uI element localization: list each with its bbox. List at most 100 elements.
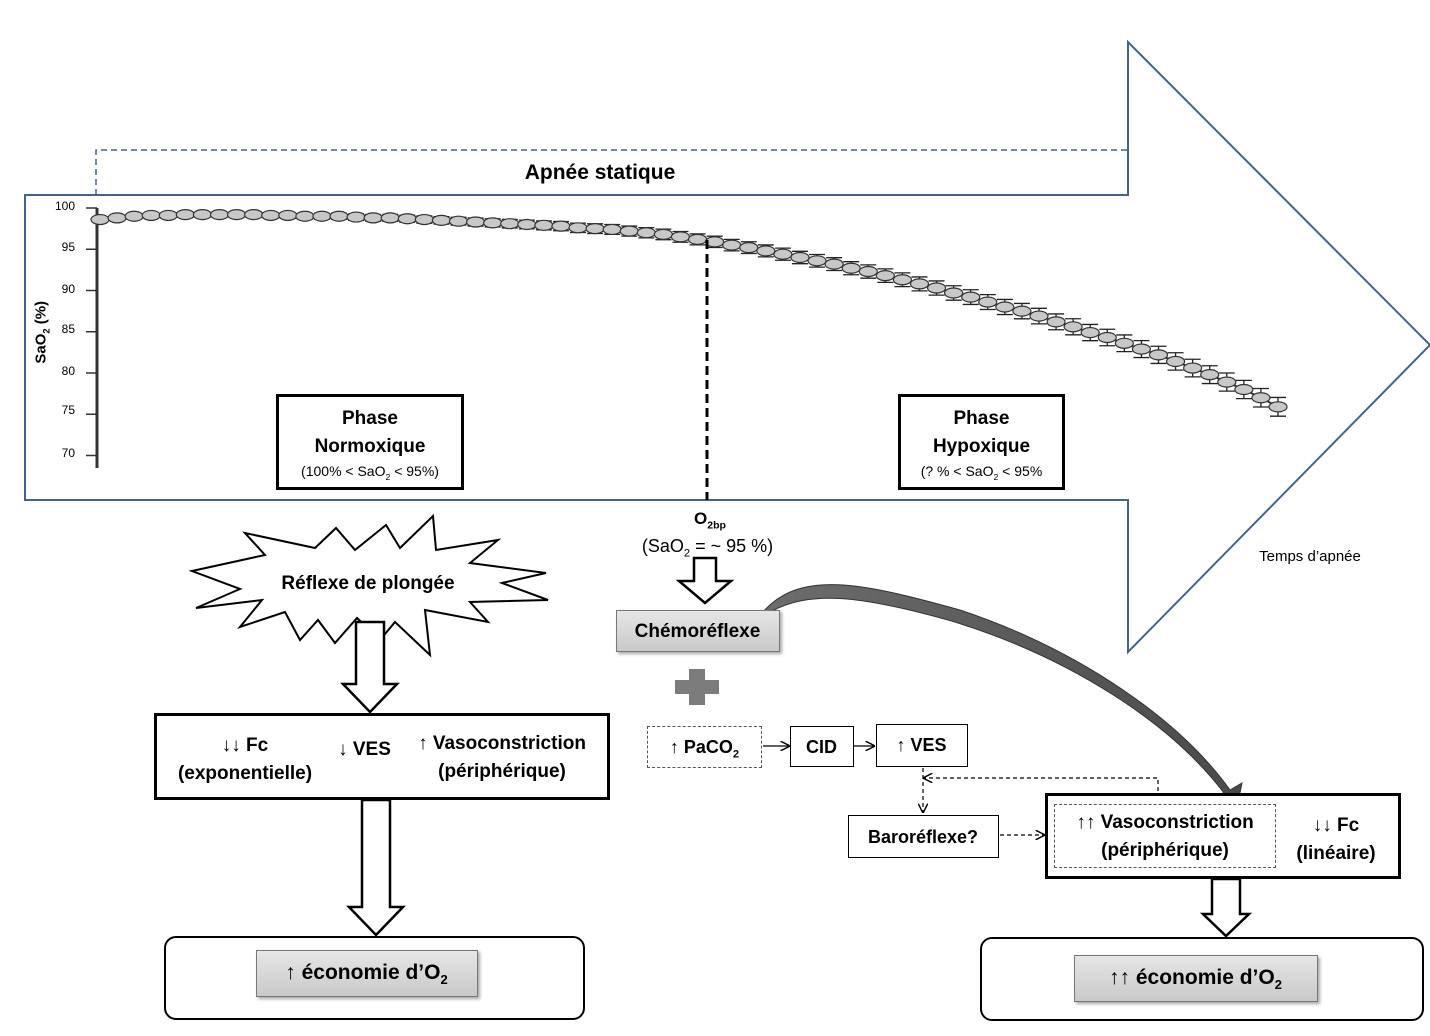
phase-hypoxique-box: Phase Hypoxique (? % < SaO2 < 95% xyxy=(898,394,1065,490)
chemoreflex-box: Chémoréflexe xyxy=(616,610,780,652)
data-point xyxy=(209,209,230,221)
data-point xyxy=(175,209,195,221)
data-point xyxy=(1063,321,1083,333)
data-point xyxy=(90,213,110,226)
data-point xyxy=(687,233,708,245)
right-effects-box: ↑↑ Vasoconstriction (périphérique) ↓↓ Fc… xyxy=(1045,793,1401,879)
data-point xyxy=(926,282,947,294)
y-tick-label: 85 xyxy=(61,322,75,336)
y-tick-label: 100 xyxy=(54,199,75,213)
data-point xyxy=(995,301,1015,313)
data-point xyxy=(158,209,178,222)
data-point xyxy=(653,228,673,240)
data-point xyxy=(397,213,417,225)
data-point xyxy=(534,219,554,231)
right-result-box: ↑↑ économie d’O2 xyxy=(1074,955,1318,1002)
data-point xyxy=(141,209,161,222)
y-tick-label: 70 xyxy=(61,446,75,460)
data-point xyxy=(329,210,349,222)
data-point xyxy=(978,296,998,308)
o2bp-value: (SaO2 = ~ 95 %) xyxy=(641,536,774,560)
phase-hypo-title: Phase xyxy=(953,408,1010,429)
chemoreflex-label: Chémoréflexe xyxy=(634,621,761,642)
data-point xyxy=(841,262,861,274)
data-point xyxy=(500,218,520,230)
data-point xyxy=(431,214,452,226)
y-tick-label: 80 xyxy=(61,364,75,378)
right-fc-line1: ↓↓ Fc xyxy=(1312,815,1360,836)
phase-hypo-range: (? % < SaO2 < 95% xyxy=(920,463,1043,482)
data-point xyxy=(312,210,332,222)
baroreflex-label: Baroréflexe? xyxy=(867,827,979,847)
data-point xyxy=(448,215,469,227)
right-fc-line2: (linéaire) xyxy=(1296,843,1376,864)
data-point xyxy=(192,209,213,221)
data-point xyxy=(107,212,127,224)
cid-box: CID xyxy=(790,726,854,767)
data-point xyxy=(790,251,810,264)
down-arrow-icon xyxy=(346,798,406,937)
paco2-box: ↑ PaCO2 xyxy=(647,726,762,768)
data-point xyxy=(909,278,930,290)
starburst-icon xyxy=(188,513,549,658)
right-vaso-dotted-box: ↑↑ Vasoconstriction (périphérique) xyxy=(1054,804,1276,868)
phase-normo-subtitle: Normoxique xyxy=(314,436,426,457)
y-tick-label: 90 xyxy=(61,282,75,296)
cid-label: CID xyxy=(806,737,837,757)
data-point xyxy=(226,209,247,221)
data-point xyxy=(1080,326,1100,339)
y-tick-label: 75 xyxy=(61,403,75,417)
data-point xyxy=(1183,362,1203,374)
data-point xyxy=(346,211,366,223)
data-point xyxy=(1234,383,1254,396)
data-point xyxy=(551,220,571,232)
apnea-dashed-bracket xyxy=(95,149,1128,195)
baroreflex-box: Baroréflexe? xyxy=(848,815,999,858)
data-point xyxy=(585,223,605,235)
data-point xyxy=(875,270,895,282)
data-point xyxy=(244,209,264,221)
data-point xyxy=(1012,305,1032,317)
phase-normo-range: (100% < SaO2 < 95%) xyxy=(301,463,439,482)
left-result-label: ↑ économie d’O2 xyxy=(285,961,448,988)
phase-normoxique-box: Phase Normoxique (100% < SaO2 < 95%) xyxy=(276,394,464,490)
data-point xyxy=(1097,331,1117,344)
data-point xyxy=(1148,349,1169,361)
data-point xyxy=(465,216,486,228)
data-point xyxy=(739,242,759,254)
diagram-title: Apnée statique xyxy=(524,161,676,184)
data-point xyxy=(517,218,537,231)
left-vaso-line2: (périphérique) xyxy=(438,761,566,782)
plus-icon xyxy=(675,669,719,705)
o2bp-label: O2bp xyxy=(694,509,726,532)
right-result-panel: ↑↑ économie d’O2 xyxy=(980,937,1424,1021)
data-point xyxy=(636,227,656,239)
right-result-label: ↑↑ économie d’O2 xyxy=(1109,966,1282,993)
data-point xyxy=(1046,316,1066,328)
left-effects-box: ↓↓ Fc (exponentielle) ↓ VES ↑ Vasoconstr… xyxy=(154,713,610,800)
data-point xyxy=(1131,343,1152,355)
y-tick-label: 95 xyxy=(61,240,75,254)
left-result-panel: ↑ économie d’O2 xyxy=(164,936,585,1020)
right-vaso-line2: (périphérique) xyxy=(1101,840,1229,861)
data-point xyxy=(756,245,776,257)
hollow-arrows xyxy=(340,556,1253,938)
time-arrow xyxy=(24,39,1430,655)
down-arrow-icon xyxy=(340,620,400,714)
data-point xyxy=(124,210,144,222)
data-point xyxy=(858,265,878,278)
data-point xyxy=(278,209,298,222)
data-point xyxy=(670,231,691,243)
data-point xyxy=(414,213,434,226)
data-point xyxy=(380,212,400,224)
data-point xyxy=(722,239,742,251)
chart-series xyxy=(90,209,1288,417)
diving-reflex-label: Réflexe de plongée xyxy=(281,573,455,594)
data-point xyxy=(961,291,981,303)
data-point xyxy=(944,287,964,299)
ves-right-box: ↑ VES xyxy=(876,724,968,767)
right-vaso-line1: ↑↑ Vasoconstriction xyxy=(1076,812,1254,833)
left-ves: ↓ VES xyxy=(338,739,391,760)
phase-normo-title: Phase xyxy=(342,408,398,429)
